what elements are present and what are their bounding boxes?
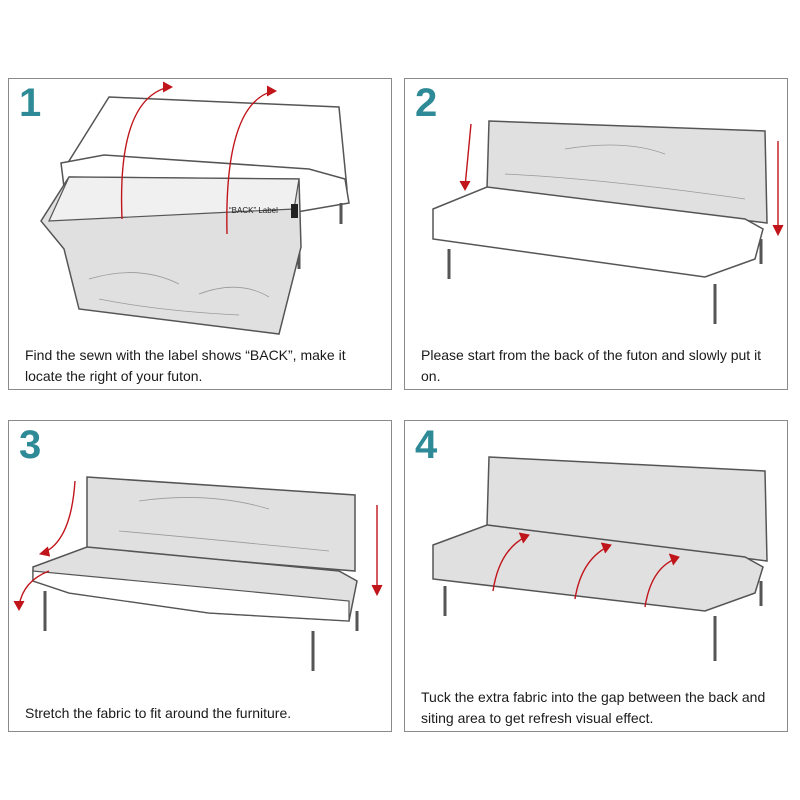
step-caption: Please start from the back of the futon … bbox=[421, 347, 762, 384]
futon-illustration: “BACK” Label bbox=[40, 81, 350, 335]
futon-seat-covered bbox=[432, 524, 764, 612]
futon-illustration bbox=[13, 476, 383, 671]
step-caption: Stretch the fabric to fit around the fur… bbox=[25, 705, 292, 721]
arrow-down bbox=[464, 123, 472, 188]
futon-illustration bbox=[432, 456, 768, 661]
fabric-wrinkle bbox=[88, 272, 270, 316]
fabric-wrinkle bbox=[504, 144, 746, 200]
arrowhead bbox=[13, 600, 25, 612]
step-caption: Tuck the extra fabric into the gap betwe… bbox=[421, 689, 766, 726]
step-number: 4 bbox=[415, 423, 438, 467]
arrow-up bbox=[226, 90, 274, 235]
step-number: 2 bbox=[415, 81, 438, 125]
arrow-up bbox=[120, 86, 170, 220]
arrowhead bbox=[459, 180, 471, 192]
arrowhead bbox=[772, 224, 784, 237]
futon-seat-uncovered bbox=[32, 570, 350, 622]
arrow-up bbox=[492, 536, 526, 592]
back-label-tag bbox=[291, 204, 298, 218]
arrow-up bbox=[644, 558, 676, 608]
arrowhead bbox=[266, 85, 278, 97]
back-label-text: “BACK” Label bbox=[229, 206, 278, 215]
arrowhead bbox=[518, 532, 530, 544]
step-caption: Find the sewn with the label shows “BACK… bbox=[25, 347, 346, 384]
arrowhead bbox=[371, 584, 383, 597]
futon-back-covered bbox=[486, 456, 768, 562]
step-number: 1 bbox=[19, 81, 42, 125]
futon-illustration bbox=[432, 120, 784, 324]
arrowhead bbox=[600, 542, 612, 554]
step-panel-2: 2 Please start from the back of the futo… bbox=[404, 78, 788, 390]
arrowhead bbox=[668, 553, 680, 566]
futon-back-covered bbox=[86, 476, 356, 572]
arrow-up bbox=[574, 546, 608, 600]
step-panel-1: 1 “BACK” Label Find the sewn with the la… bbox=[8, 78, 392, 390]
step-number: 3 bbox=[19, 423, 42, 467]
step-panel-3: 3 Stretch the fabric to fit around the f… bbox=[8, 420, 392, 732]
arrow-down bbox=[42, 480, 76, 554]
arrowhead bbox=[162, 81, 174, 93]
fabric-wrinkle bbox=[118, 497, 330, 552]
arrowhead bbox=[38, 546, 51, 557]
step-panel-4: 4 Tuck the extra fabric into the gap bet… bbox=[404, 420, 788, 732]
futon-seat bbox=[432, 186, 764, 278]
